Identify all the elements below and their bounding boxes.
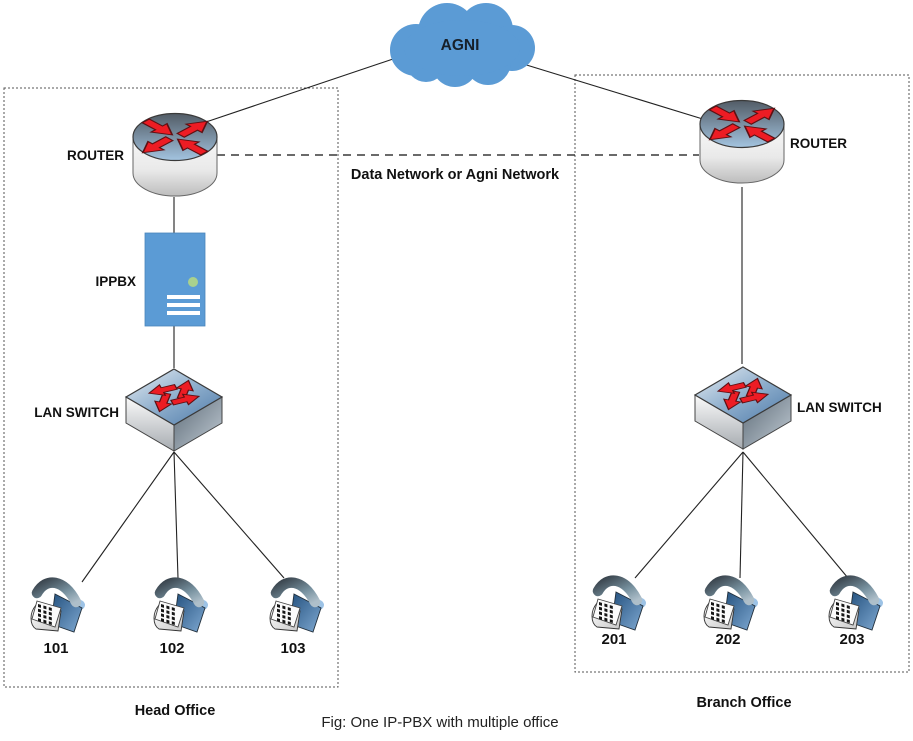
phone-icon-202 bbox=[704, 581, 758, 630]
phone-label-102: 102 bbox=[159, 640, 184, 657]
link-cloud-to-head-router bbox=[205, 57, 397, 123]
link-switch-phone-102 bbox=[173, 451, 179, 579]
router-icon-head bbox=[133, 114, 217, 197]
phone-icon-203 bbox=[829, 581, 883, 630]
server-led bbox=[188, 277, 198, 287]
ippbx-label: IPPBX bbox=[95, 274, 136, 289]
cloud-label: AGNI bbox=[441, 37, 480, 54]
phone-icon-101 bbox=[31, 583, 85, 632]
phone-icon-103 bbox=[270, 583, 324, 632]
phone-label-103: 103 bbox=[280, 640, 305, 657]
branch-router-label: ROUTER bbox=[790, 136, 847, 151]
branch-office-label: Branch Office bbox=[696, 695, 791, 711]
server-icon-ippbx bbox=[144, 232, 206, 327]
link-switch-phone-101 bbox=[81, 451, 175, 583]
backbone-lines bbox=[173, 187, 743, 368]
link-switch-phone-201 bbox=[634, 451, 744, 579]
cloud-icon: AGNI bbox=[390, 3, 535, 87]
phone-label-101: 101 bbox=[43, 640, 68, 657]
switch-icon-branch bbox=[695, 367, 791, 449]
branch-office-box bbox=[574, 74, 910, 673]
switch-icon-head bbox=[126, 369, 222, 451]
phone-label-201: 201 bbox=[601, 631, 626, 648]
phone-icon-201 bbox=[592, 581, 646, 630]
phone-label-202: 202 bbox=[715, 631, 740, 648]
head-office-box bbox=[3, 87, 339, 688]
head-switch-label: LAN SWITCH bbox=[34, 405, 119, 420]
figure-caption: Fig: One IP-PBX with multiple office bbox=[321, 714, 558, 731]
link-cloud-to-branch-router bbox=[519, 62, 707, 121]
wan-link-label: Data Network or Agni Network bbox=[351, 167, 560, 183]
link-switch-phone-202 bbox=[739, 451, 744, 579]
phone-label-203: 203 bbox=[839, 631, 864, 648]
link-switch-phone-203 bbox=[742, 451, 849, 579]
link-switch-phone-103 bbox=[173, 451, 285, 579]
connection-lines bbox=[81, 57, 849, 583]
branch-switch-label: LAN SWITCH bbox=[797, 400, 882, 415]
head-router-label: ROUTER bbox=[67, 148, 124, 163]
phone-icon-102 bbox=[154, 583, 208, 632]
router-icon-branch bbox=[700, 101, 784, 184]
head-office-label: Head Office bbox=[135, 703, 216, 719]
